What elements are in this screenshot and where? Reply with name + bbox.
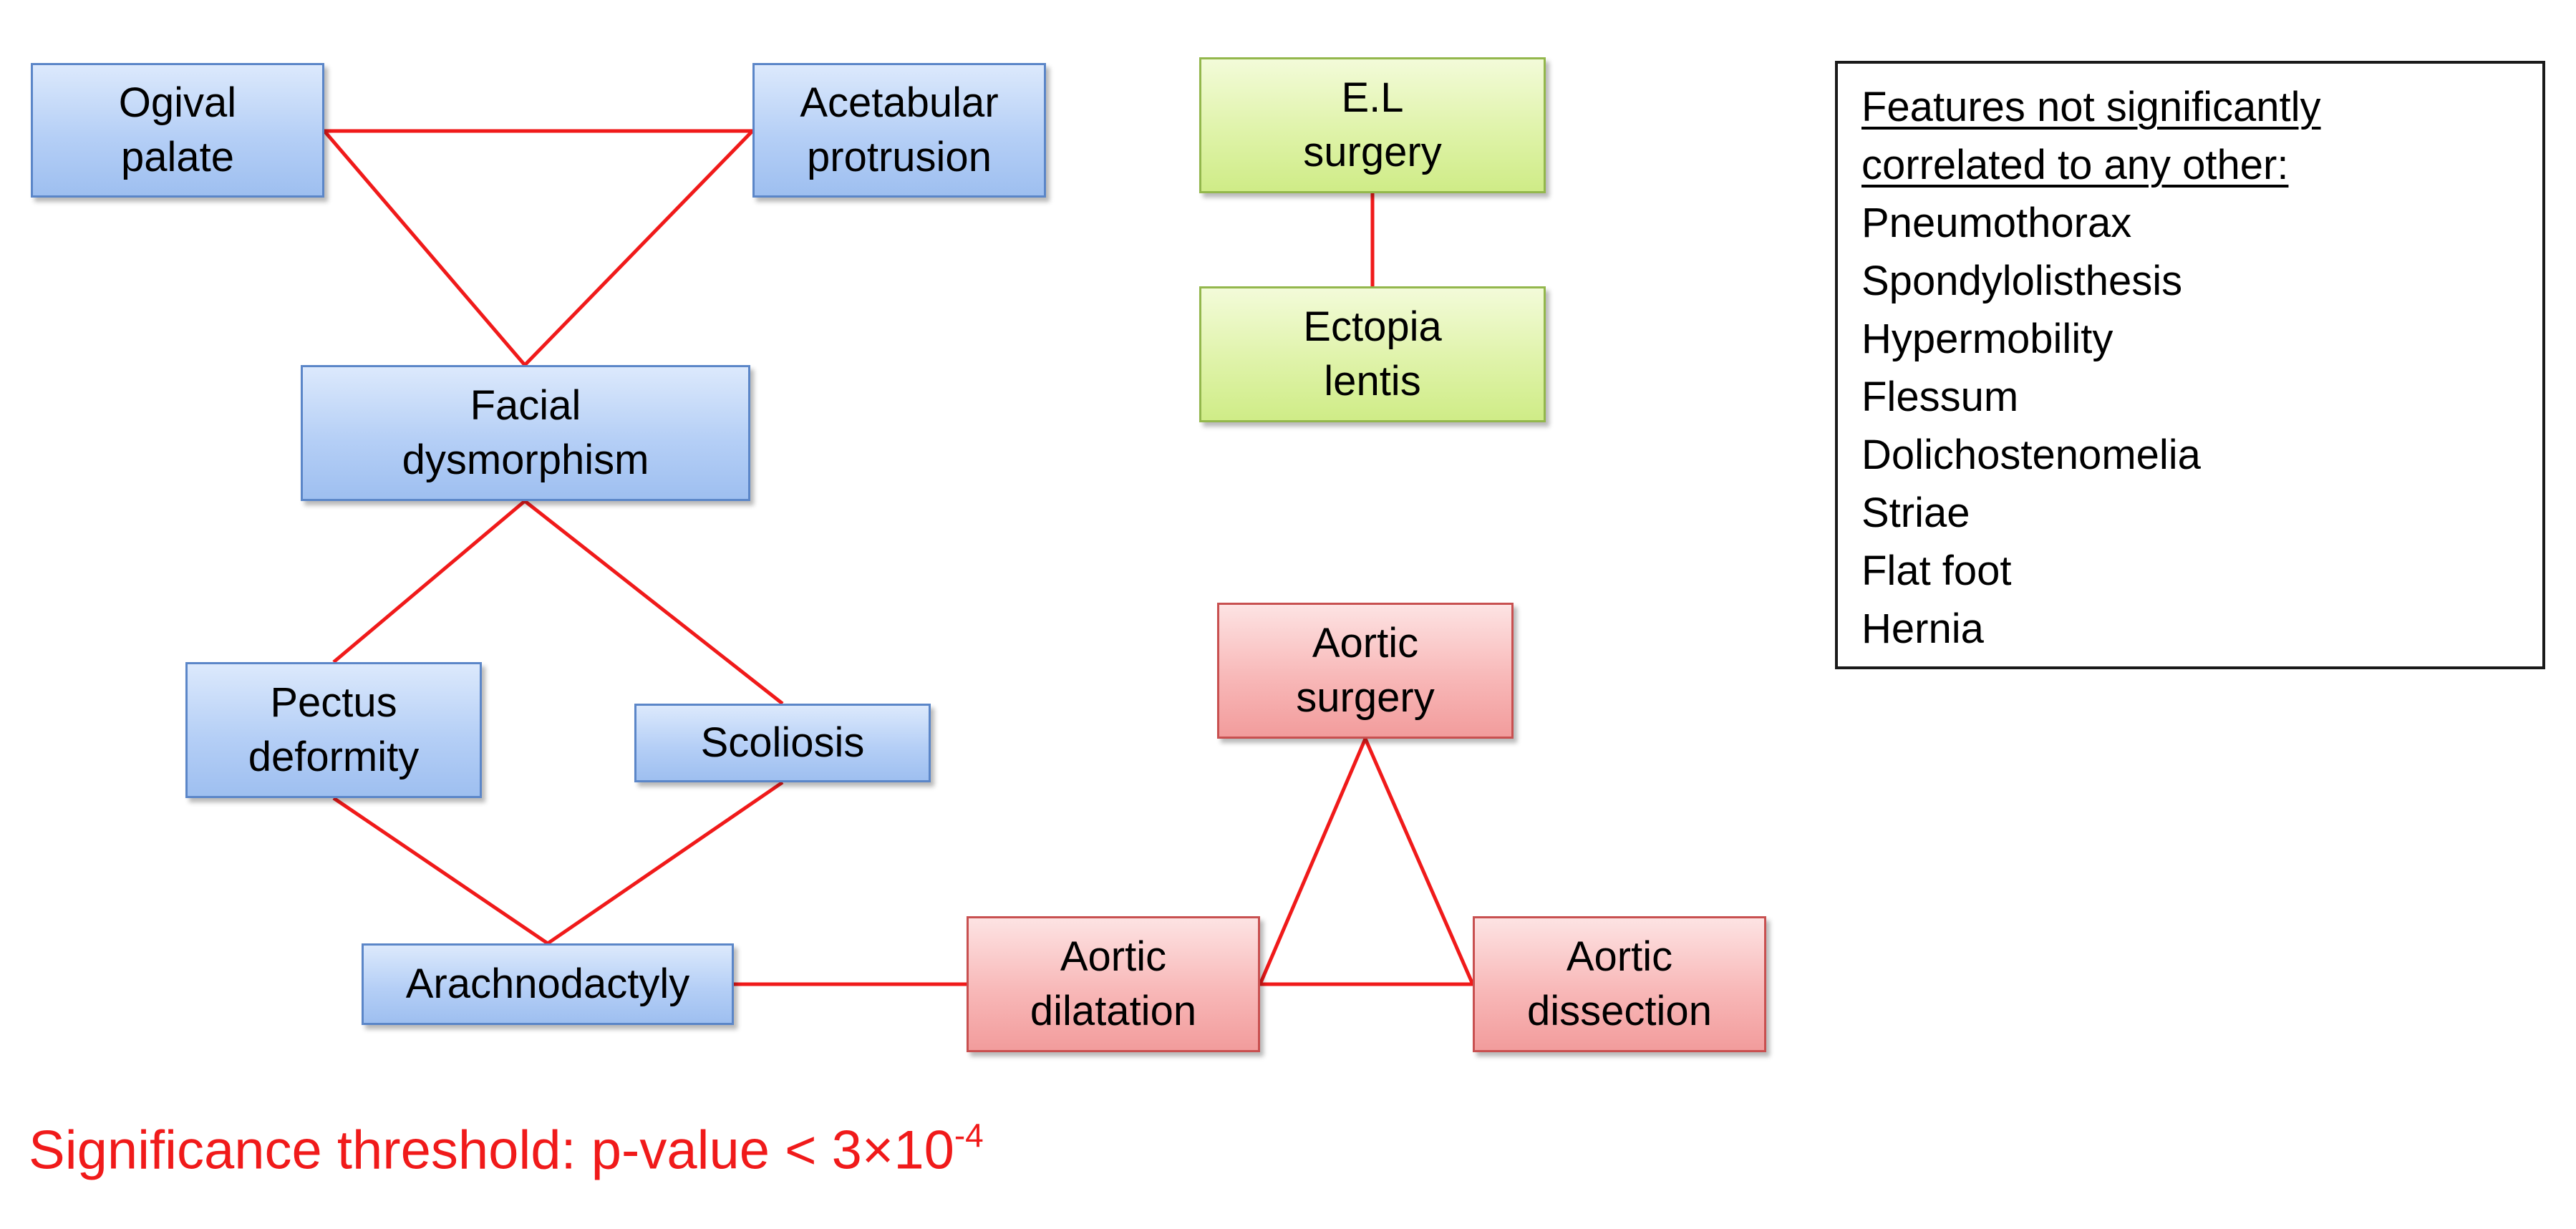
node-aortic-surgery[interactable]: Aortic surgery	[1217, 603, 1514, 739]
node-ectopia-lentis[interactable]: Ectopia lentis	[1199, 286, 1546, 422]
node-aortic-dissection[interactable]: Aortic dissection	[1473, 916, 1766, 1052]
edge-acetabular-facial	[523, 130, 754, 366]
legend-item: Striae	[1861, 490, 1970, 536]
node-scoliosis[interactable]: Scoliosis	[634, 704, 931, 782]
legend-item: Pneumothorax	[1861, 200, 2132, 246]
edge-scoliosis-arachnodactyly	[546, 780, 784, 946]
edge-facial-pectus	[332, 500, 526, 664]
legend-title: Features not significantly correlated to…	[1861, 84, 2321, 188]
legend-item: Hernia	[1861, 606, 1984, 652]
legend-item: Flat foot	[1861, 548, 2012, 594]
edge-pectus-arachnodactyly	[332, 796, 549, 946]
uncorrelated-features-legend: Features not significantly correlated to…	[1835, 61, 2545, 669]
node-el-surgery[interactable]: E.L surgery	[1199, 57, 1546, 193]
threshold-text: Significance threshold: p-value < 3×10	[29, 1119, 954, 1181]
node-pectus-deformity[interactable]: Pectus deformity	[185, 662, 482, 798]
legend-item: Spondylolisthesis	[1861, 258, 2183, 304]
node-arachnodactyly[interactable]: Arachnodactyly	[362, 943, 734, 1025]
edge-aortic_surgery-aortic_dilatation	[1258, 738, 1367, 985]
node-facial-dysmorphism[interactable]: Facial dysmorphism	[301, 365, 750, 501]
node-ogival-palate[interactable]: Ogival palate	[31, 63, 324, 198]
node-aortic-dilatation[interactable]: Aortic dilatation	[967, 916, 1260, 1052]
legend-item: Dolichostenomelia	[1861, 432, 2201, 478]
legend-list: Pneumothorax Spondylolisthesis Hypermobi…	[1861, 194, 2542, 658]
edge-aortic_surgery-aortic_dissection	[1363, 737, 1475, 986]
edge-ogival-facial	[323, 130, 526, 366]
edge-facial-scoliosis	[523, 500, 784, 705]
threshold-exponent: -4	[954, 1117, 984, 1154]
significance-threshold: Significance threshold: p-value < 3×10-4	[29, 1102, 984, 1186]
legend-item: Hypermobility	[1861, 316, 2113, 362]
node-acetabular-protrusion[interactable]: Acetabular protrusion	[752, 63, 1046, 198]
legend-item: Flessum	[1861, 374, 2019, 420]
